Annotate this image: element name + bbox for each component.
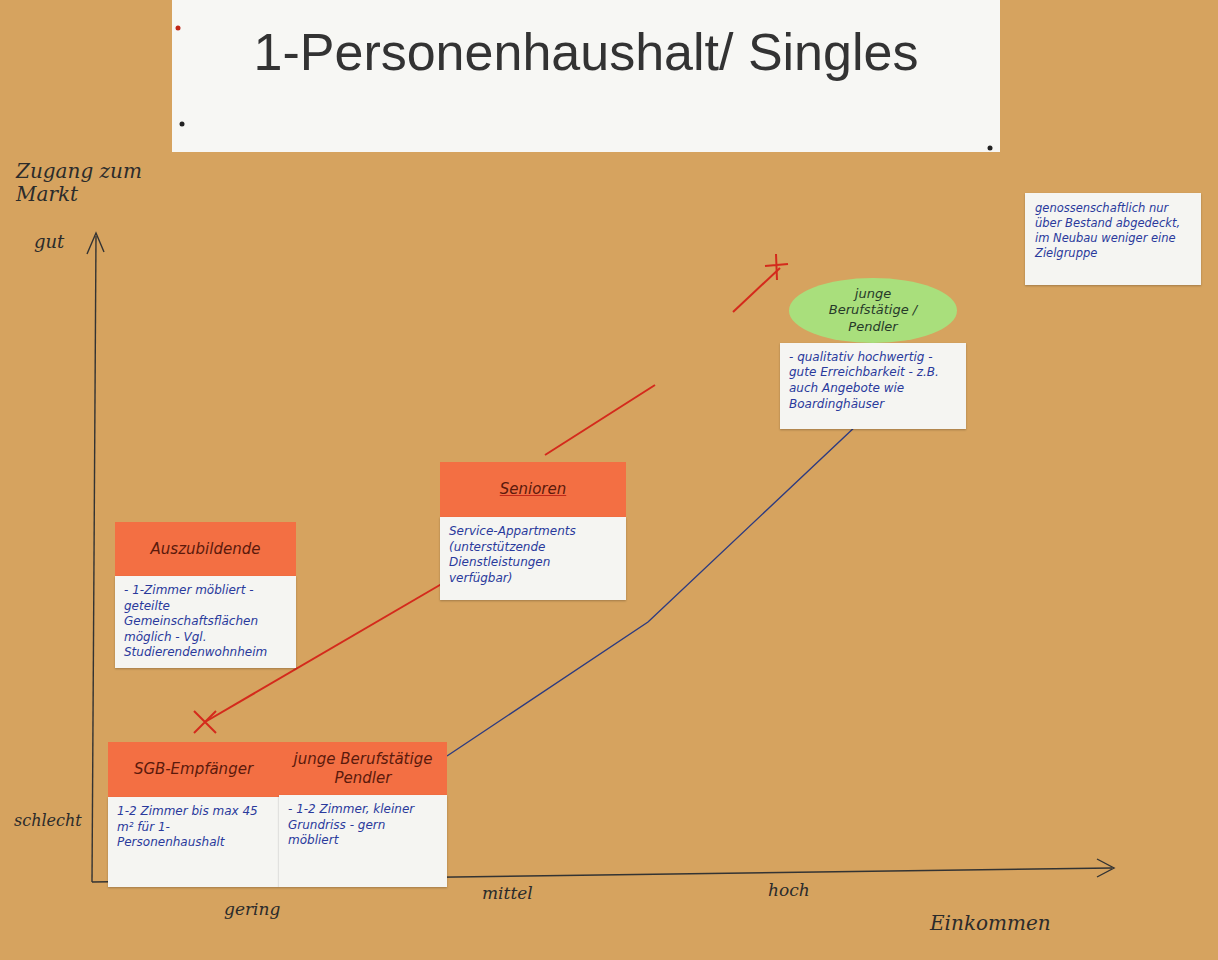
axis-label: hoch	[768, 881, 810, 901]
axis-arrowhead	[1097, 859, 1114, 877]
card-heading: SGB-Empfänger	[108, 742, 279, 797]
card-body: - qualitativ hochwertig - gute Erreichba…	[780, 343, 966, 429]
axis-arrowhead	[87, 233, 104, 254]
pin-dot	[988, 146, 993, 151]
card-body: - 1-2 Zimmer, kleiner Grundriss - gern m…	[279, 795, 447, 887]
cross-mark	[765, 254, 788, 280]
cross-mark	[194, 711, 216, 733]
card-body: - 1-Zimmer möbliert - geteilte Gemeinsch…	[115, 576, 296, 668]
pin-dot	[180, 122, 185, 127]
trend-line	[733, 268, 780, 312]
axis-label: schlecht	[14, 812, 82, 830]
card-heading: Auszubildende	[115, 522, 296, 576]
y-axis	[92, 236, 96, 882]
axis-label: mittel	[482, 884, 533, 904]
sticky-note: genossenschaftlich nur über Bestand abge…	[1025, 193, 1201, 285]
group-card: junge Berufstätige Pendler- 1-2 Zimmer, …	[279, 742, 447, 887]
group-card: SeniorenService-Appartments (unterstütze…	[440, 462, 626, 600]
card-body: Service-Appartments (unterstützende Dien…	[440, 517, 626, 600]
group-card: Auszubildende- 1-Zimmer möbliert - getei…	[115, 522, 296, 668]
axis-label: gut	[34, 232, 64, 253]
card-heading: junge Berufstätige Pendler	[279, 742, 447, 795]
axis-label: Einkommen	[930, 912, 1051, 935]
pin-dot	[176, 26, 181, 31]
card-body: genossenschaftlich nur über Bestand abge…	[1025, 193, 1201, 285]
card-heading: junge Berufstätige / Pendler	[789, 278, 957, 343]
axis-label: Zugang zum Markt	[16, 160, 151, 206]
group-card-ellipse: junge Berufstätige / Pendler- qualitativ…	[780, 278, 966, 429]
title-paper	[172, 0, 1000, 152]
card-heading: Senioren	[440, 462, 626, 517]
axis-label: gering	[224, 900, 280, 920]
group-card: SGB-Empfänger1-2 Zimmer bis max 45 m² fü…	[108, 742, 279, 887]
diagram-title: 1-Personenhaushalt/ Singles	[172, 22, 1000, 82]
trend-line	[545, 385, 655, 455]
card-body: 1-2 Zimmer bis max 45 m² für 1-Personenh…	[108, 797, 279, 887]
